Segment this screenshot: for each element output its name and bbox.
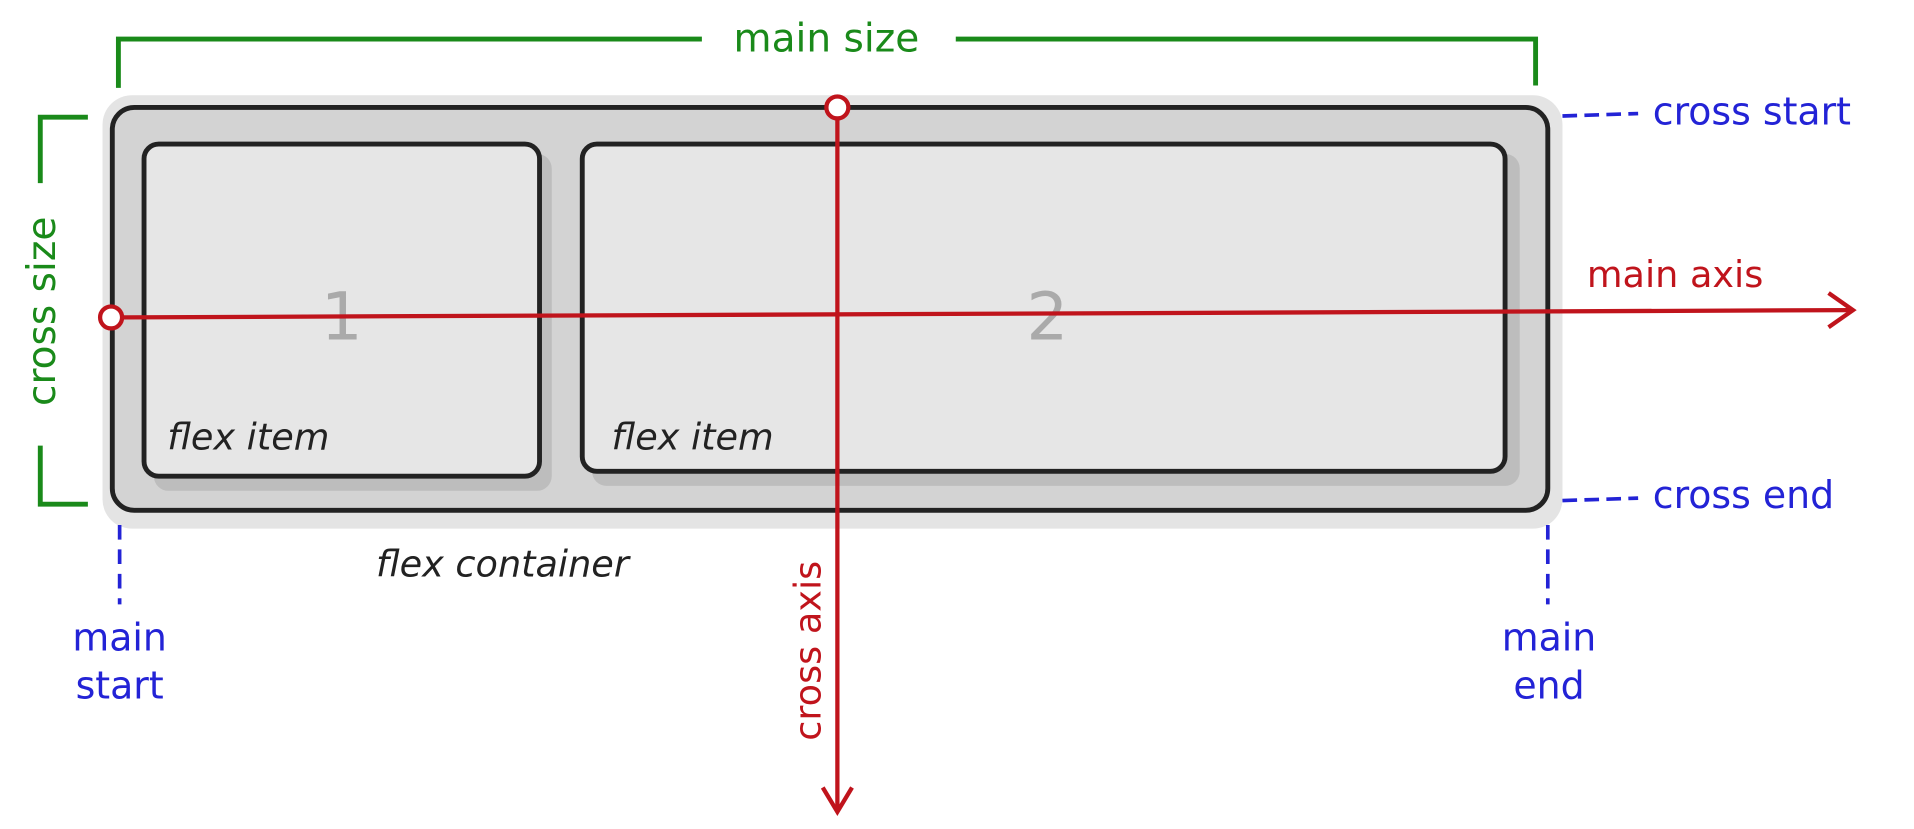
flex-item-2	[579, 141, 1508, 474]
item-1-label: flex item	[167, 415, 329, 458]
main-axis-arrow	[97, 291, 1857, 331]
main-size-label: main size	[734, 16, 920, 61]
item-2-number: 2	[1026, 278, 1068, 355]
item-2-label: flex item	[612, 415, 774, 458]
cross-axis-arrow	[820, 94, 854, 817]
cross-end-label: cross end	[1653, 473, 1834, 517]
main-end-label-line1: main	[1502, 616, 1597, 660]
cross-size-bracket	[37, 114, 88, 184]
main-axis-label: main axis	[1587, 253, 1763, 296]
main-start-label-line2: start	[76, 663, 164, 707]
cross-end-dash	[1562, 496, 1639, 503]
flex-item-1	[141, 141, 542, 479]
cross-start-label: cross start	[1653, 90, 1851, 134]
cross-size-bracket-bottom	[37, 445, 88, 507]
cross-axis-label: cross axis	[786, 561, 829, 741]
main-size-bracket	[115, 36, 1539, 88]
main-end-label-line2: end	[1513, 663, 1584, 707]
main-start-label-line1: main	[72, 616, 167, 660]
flex-container-label: flex container	[376, 542, 631, 585]
cross-size-label: cross size	[20, 217, 65, 406]
cross-start-dash	[1562, 111, 1639, 118]
